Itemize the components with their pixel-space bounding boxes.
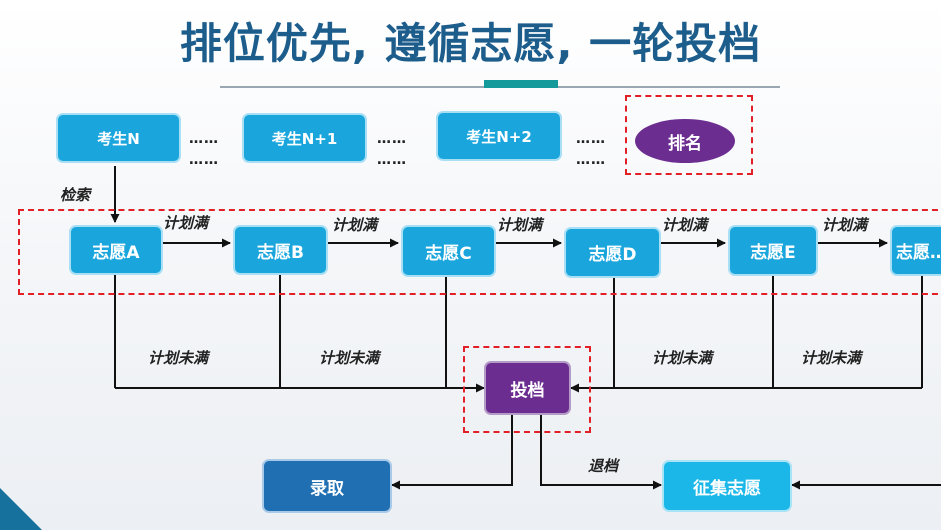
title-accent-bar [484, 80, 558, 88]
ellipsis: …… [377, 152, 407, 168]
luqu-box: 录取 [262, 459, 392, 513]
ellipsis: …… [576, 131, 606, 147]
ellipsis: …… [576, 152, 606, 168]
plan-full-label: 计划满 [662, 216, 708, 234]
to-luqu-arrow [391, 415, 513, 490]
tuidang-label: 退档 [588, 457, 619, 475]
student-n-box: 考生N [56, 113, 181, 163]
wishes-highlight-frame [18, 209, 941, 295]
wish-d-box: 志愿D [564, 227, 661, 278]
ellipsis: …… [189, 131, 219, 147]
plan-full-label: 计划满 [332, 216, 378, 234]
zhengji-box: 征集志愿 [662, 460, 792, 512]
wish-a-box: 志愿A [69, 225, 163, 275]
plan-not-full-label: 计划未满 [148, 349, 209, 367]
rank-highlight-frame [625, 95, 753, 175]
toudang-box: 投档 [484, 361, 571, 415]
plan-full-label: 计划满 [822, 216, 868, 234]
wish-e-box: 志愿E [728, 225, 818, 276]
rank-ellipse: 排名 [635, 119, 735, 163]
page-title: 排位优先, 遵循志愿, 一轮投档 [179, 19, 762, 68]
wish-b-box: 志愿B [233, 225, 328, 275]
corner-decoration [0, 488, 42, 530]
wish-more-box: 志愿… [890, 225, 941, 276]
plan-full-label: 计划满 [163, 214, 209, 232]
student-n2-box: 考生N+2 [436, 111, 562, 161]
plan-not-full-label: 计划未满 [319, 349, 380, 367]
ellipsis: …… [189, 152, 219, 168]
student-n1-box: 考生N+1 [242, 113, 367, 163]
toudang-highlight-frame [463, 346, 591, 433]
plan-not-full-label: 计划未满 [652, 349, 713, 367]
tuidang-arrow [540, 415, 662, 490]
plan-full-label: 计划满 [497, 216, 543, 234]
plan-not-full-label: 计划未满 [801, 349, 862, 367]
search-label: 检索 [60, 186, 91, 204]
wish-c-box: 志愿C [401, 225, 496, 277]
ellipsis: …… [377, 131, 407, 147]
